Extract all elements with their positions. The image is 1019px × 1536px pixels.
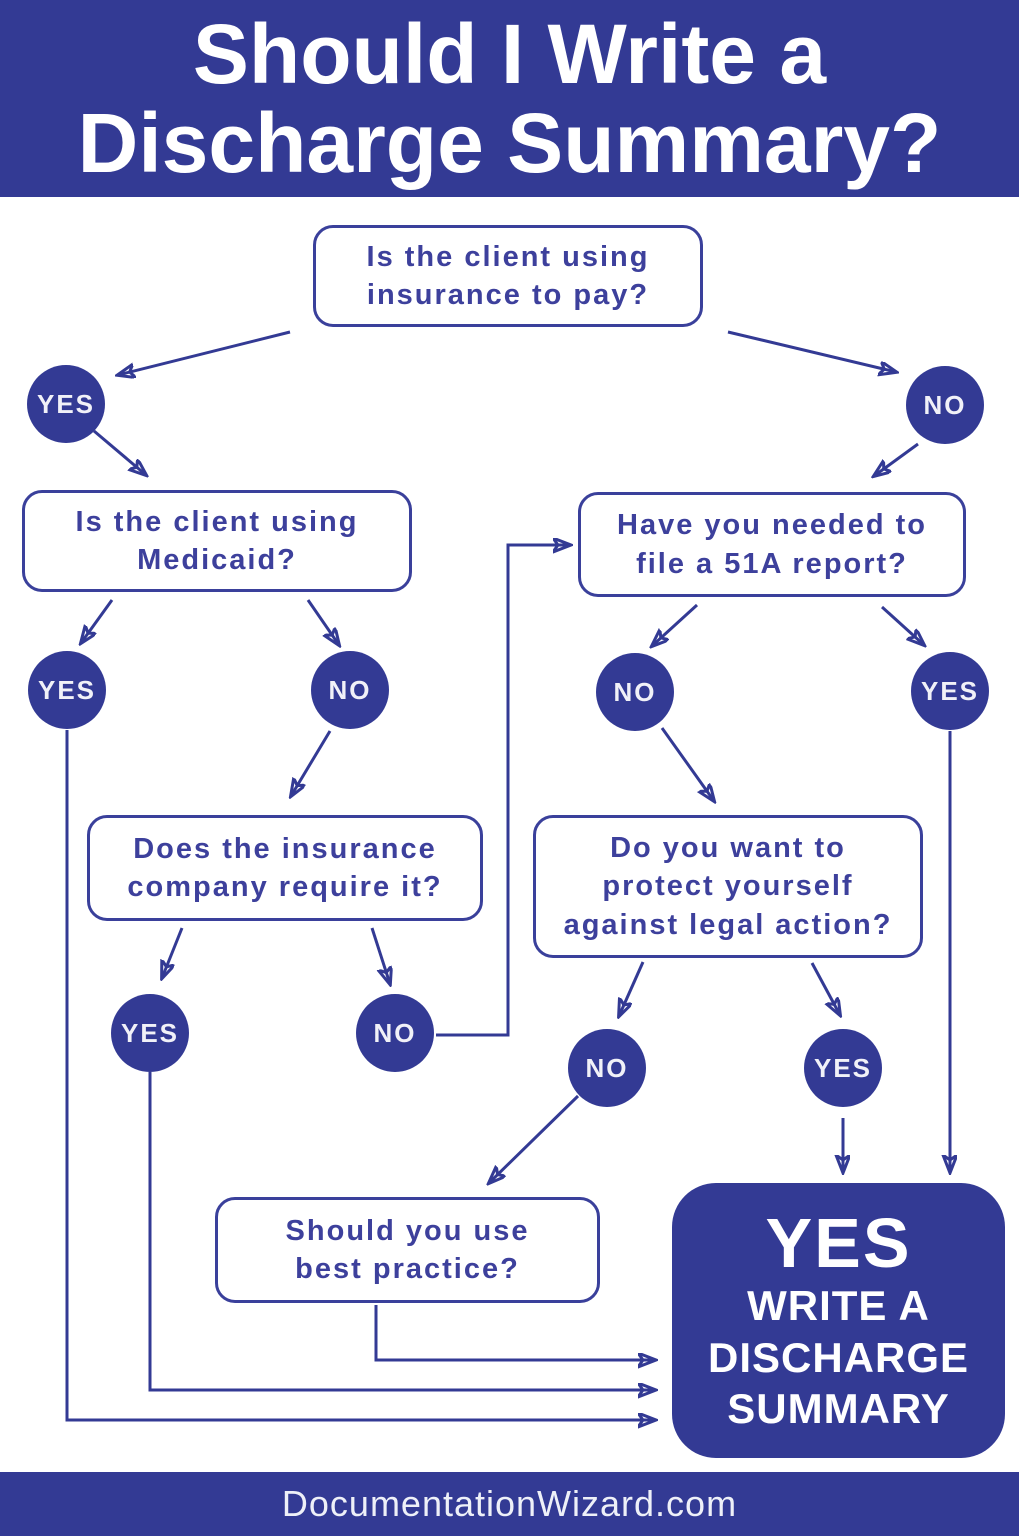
connector-best-practice-to-result <box>374 1305 655 1360</box>
answer-circle-legal-no: NO <box>568 1029 646 1107</box>
website-text: DocumentationWizard.com <box>281 1483 738 1524</box>
connector-insurance-to-no <box>727 330 896 372</box>
question-box-insurance: Is the client using insurance to pay? <box>313 225 703 327</box>
connector-insurance-to-yes <box>118 330 291 375</box>
answer-circle-medicaid-yes: YES <box>28 651 106 729</box>
result-subtext: WRITE A DISCHARGE SUMMARY <box>707 1282 970 1432</box>
connector-no-to-legal-action <box>660 727 714 801</box>
answer-circle-require-yes: YES <box>111 994 189 1072</box>
page-title: Should I Write a Discharge Summary? <box>77 7 942 190</box>
connector-yes-to-medicaid <box>93 429 146 475</box>
answer-circle-insurance-yes: YES <box>27 365 105 443</box>
question-box-legal-action: Do you want to protect yourself against … <box>533 815 923 958</box>
connector-require-no-to-51a <box>436 545 570 1037</box>
connector-medicaid-yes-to-result <box>65 730 655 1420</box>
answer-circle-legal-yes: YES <box>804 1029 882 1107</box>
question-box-best-practice: Should you use best practice? <box>215 1197 600 1303</box>
question-box-insurance-require: Does the insurance company require it? <box>87 815 483 921</box>
connector-medicaid-to-no <box>306 599 339 645</box>
connector-medicaid-to-yes <box>81 599 114 643</box>
question-box-51a-report: Have you needed to file a 51A report? <box>578 492 966 597</box>
answer-circle-medicaid-no: NO <box>311 651 389 729</box>
answer-circle-insurance-no: NO <box>906 366 984 444</box>
question-box-medicaid: Is the client using Medicaid? <box>22 490 412 592</box>
connector-legal-to-no <box>619 961 645 1016</box>
connector-require-yes-to-result <box>148 1072 655 1390</box>
result-headline: YES <box>765 1203 912 1282</box>
connector-51a-to-no <box>652 603 699 646</box>
connector-require-to-yes <box>162 927 184 978</box>
footer-banner: DocumentationWizard.com <box>0 1472 1019 1536</box>
connector-require-to-no <box>370 927 390 984</box>
answer-circle-require-no: NO <box>356 994 434 1072</box>
connector-no-to-51a <box>874 442 919 476</box>
header-banner: Should I Write a Discharge Summary? <box>0 0 1019 197</box>
answer-circle-51a-yes: YES <box>911 652 989 730</box>
answer-circle-51a-no: NO <box>596 653 674 731</box>
connector-legal-no-to-best-practice <box>489 1094 580 1183</box>
connector-no-to-insurance-require <box>291 730 332 796</box>
result-box: YES WRITE A DISCHARGE SUMMARY <box>672 1183 1005 1458</box>
connector-51a-to-yes <box>880 605 924 645</box>
connector-legal-to-yes <box>810 962 840 1015</box>
